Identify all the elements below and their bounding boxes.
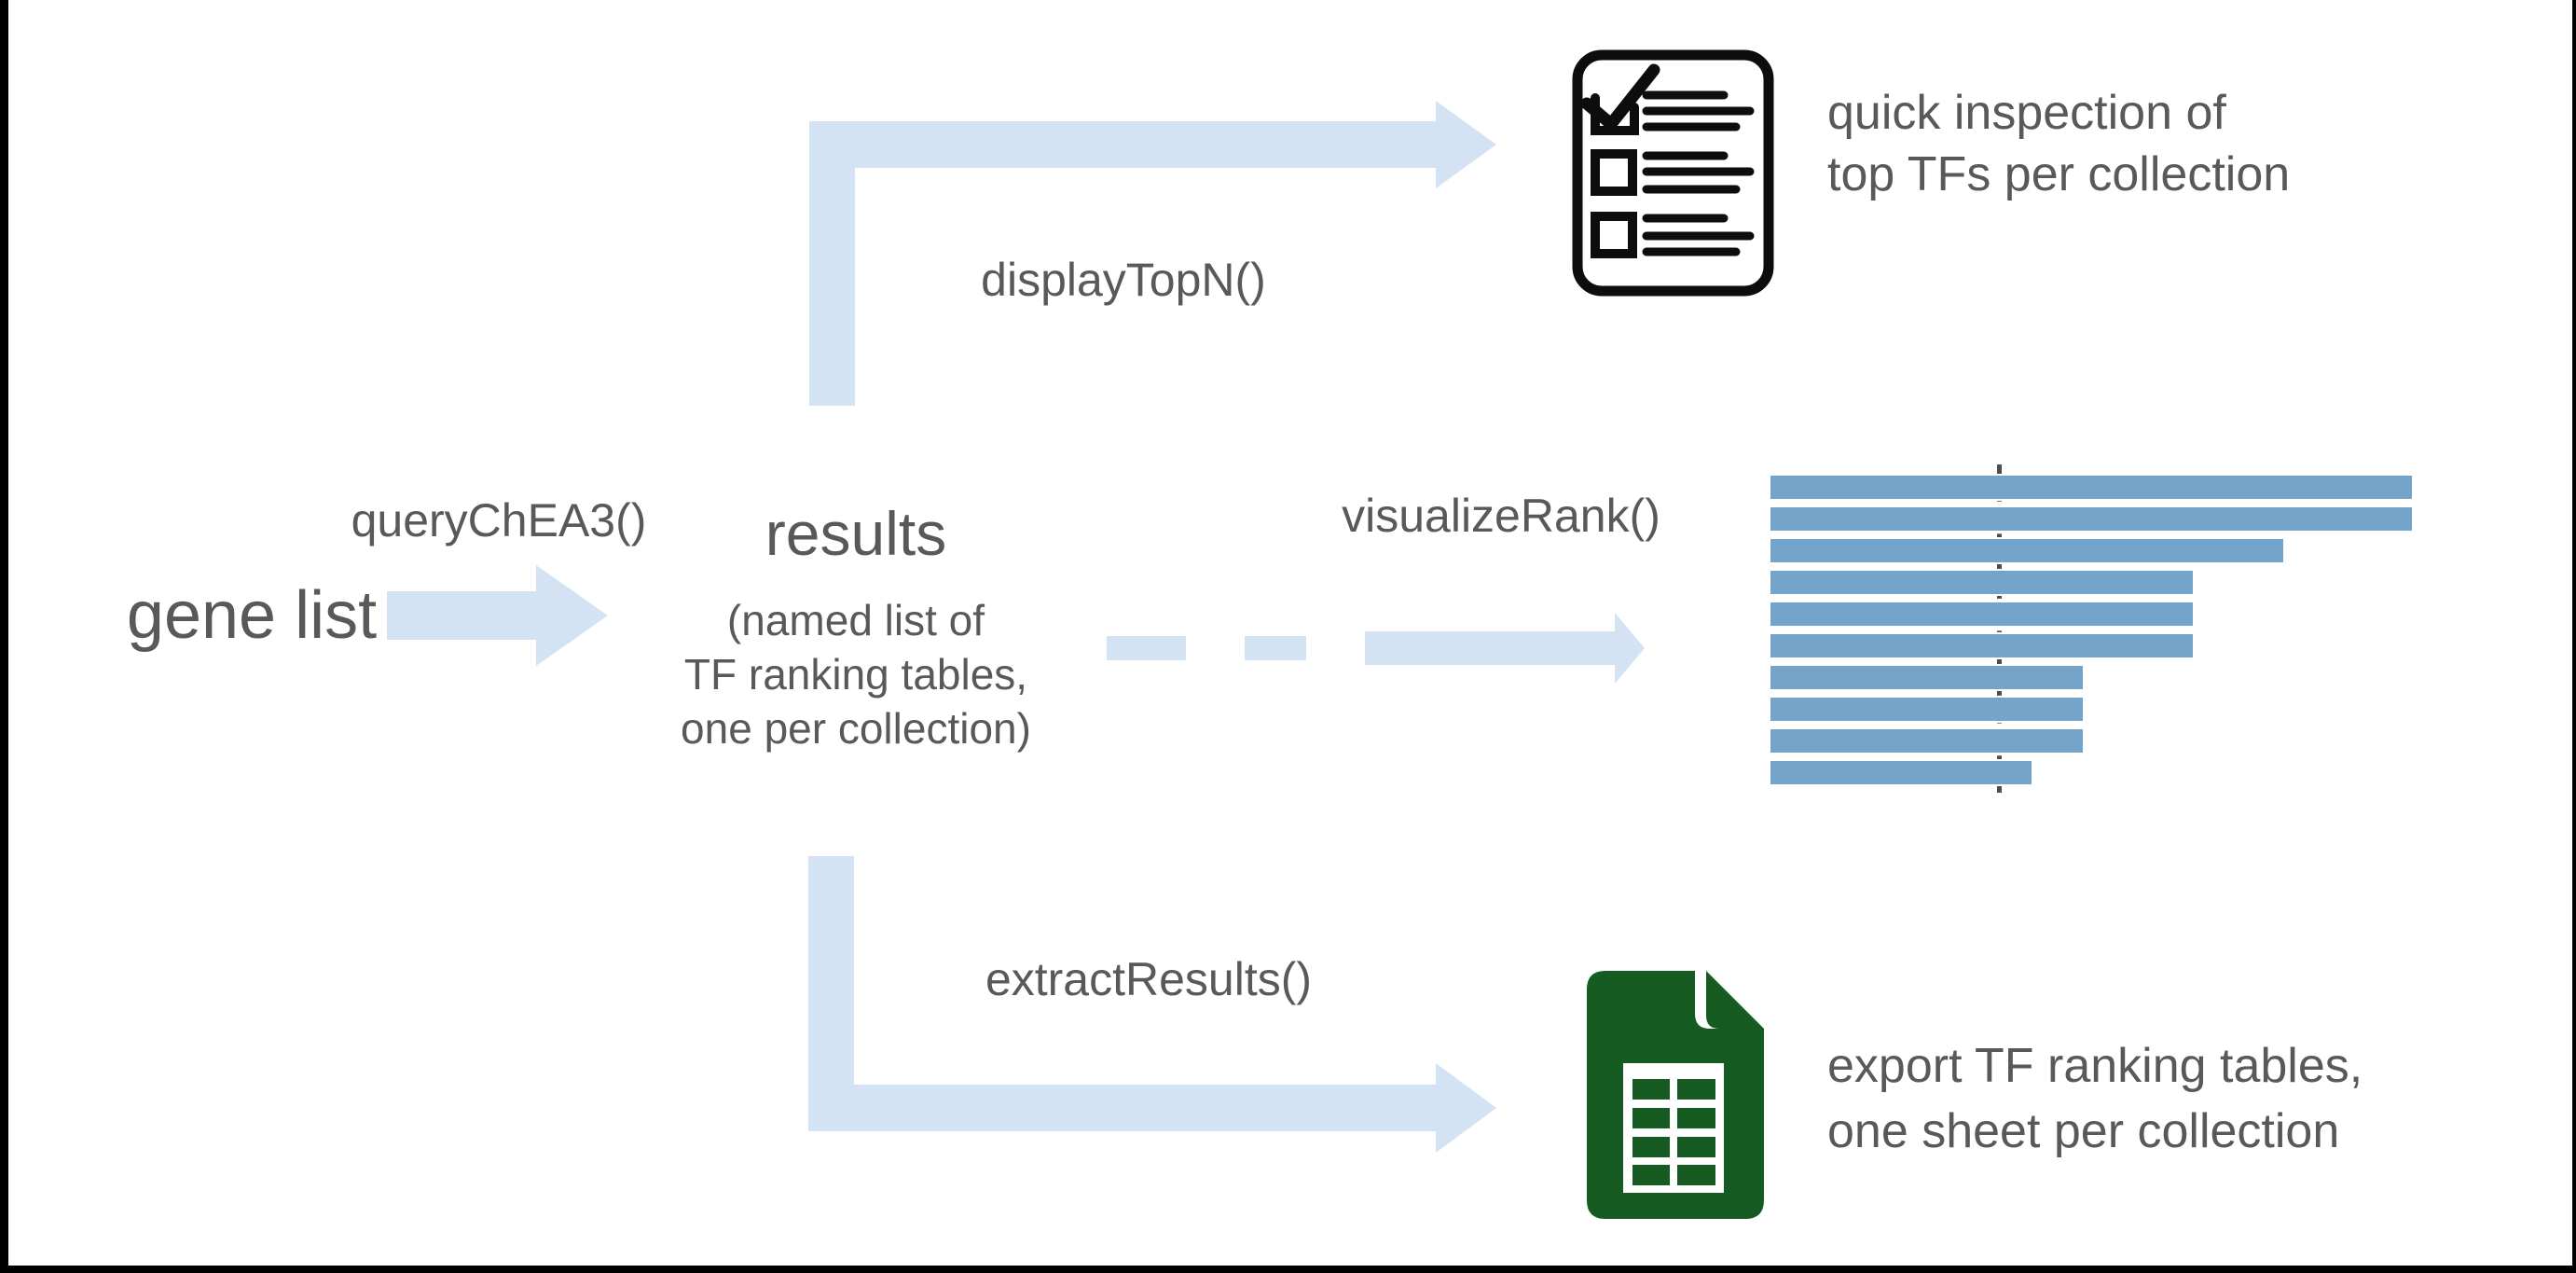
grid-cell — [1677, 1108, 1715, 1128]
dash-segment — [1245, 636, 1306, 660]
rank-bar — [1769, 632, 2195, 659]
spreadsheet-icon-svg — [1587, 971, 1764, 1219]
export-caption-line1: export TF ranking tables, — [1827, 1039, 2363, 1093]
checkbox-empty — [1591, 149, 1637, 196]
sheet-folded-corner — [1706, 971, 1764, 1029]
results-node-subtitle: (named list of TF ranking tables, one pe… — [681, 593, 1031, 755]
checklist-icon — [1572, 49, 1774, 297]
grid-cell — [1677, 1137, 1715, 1157]
rank-bar — [1769, 505, 2414, 533]
grid-cell — [1632, 1108, 1670, 1128]
dash-arrowhead-segment — [1365, 613, 1645, 684]
gene-list-node: gene list — [126, 578, 378, 653]
results-sub-line2: TF ranking tables, — [683, 650, 1028, 699]
screen-edge-right — [2572, 0, 2576, 1273]
extract-results-label: extractResults() — [985, 953, 1313, 1005]
check-mark — [1580, 63, 1660, 133]
inspect-caption-line2: top TFs per collection — [1827, 147, 2291, 201]
results-node-title: results — [765, 499, 947, 568]
grid-cell — [1632, 1137, 1670, 1157]
checkbox-empty — [1591, 212, 1637, 258]
export-caption-line2: one sheet per collection — [1827, 1104, 2340, 1158]
checklist-icon-svg — [1572, 49, 1774, 297]
inspect-caption: quick inspection of top TFs per collecti… — [1827, 82, 2290, 205]
rank-bar — [1769, 696, 2086, 723]
rank-bar — [1769, 664, 2086, 691]
rank-bar — [1769, 727, 2086, 754]
screen-edge-left — [0, 0, 8, 1273]
screen-edge-bottom — [0, 1266, 2576, 1273]
rank-bar — [1769, 474, 2414, 501]
results-sub-line1: (named list of — [726, 596, 985, 644]
dash-segment — [1107, 636, 1186, 660]
rank-bar — [1769, 569, 2195, 596]
grid-cell — [1632, 1079, 1670, 1100]
arrow-display-topn-elbow — [809, 101, 1496, 406]
rank-bar — [1769, 759, 2033, 786]
display-topn-label: displayTopN() — [981, 254, 1266, 306]
rank-bar — [1769, 537, 2285, 564]
arrow-visualize-dashed — [1107, 613, 1645, 684]
query-chea3-label: queryChEA3() — [351, 494, 647, 547]
spreadsheet-icon — [1587, 971, 1764, 1219]
grid-cell — [1632, 1165, 1670, 1185]
export-caption: export TF ranking tables, one sheet per … — [1827, 1033, 2362, 1164]
inspect-caption-line1: quick inspection of — [1827, 86, 2226, 140]
sheet-grid-cells — [1632, 1079, 1715, 1185]
visualize-rank-label: visualizeRank() — [1342, 490, 1660, 542]
rank-bar-chart — [1769, 457, 2431, 807]
arrow-query — [387, 565, 608, 666]
results-sub-line3: one per collection) — [681, 704, 1031, 753]
grid-cell — [1677, 1079, 1715, 1100]
rank-bar — [1769, 601, 2195, 628]
chart-reference-line — [1996, 464, 2002, 793]
grid-cell — [1677, 1165, 1715, 1185]
arrow-extract-elbow — [808, 856, 1496, 1153]
